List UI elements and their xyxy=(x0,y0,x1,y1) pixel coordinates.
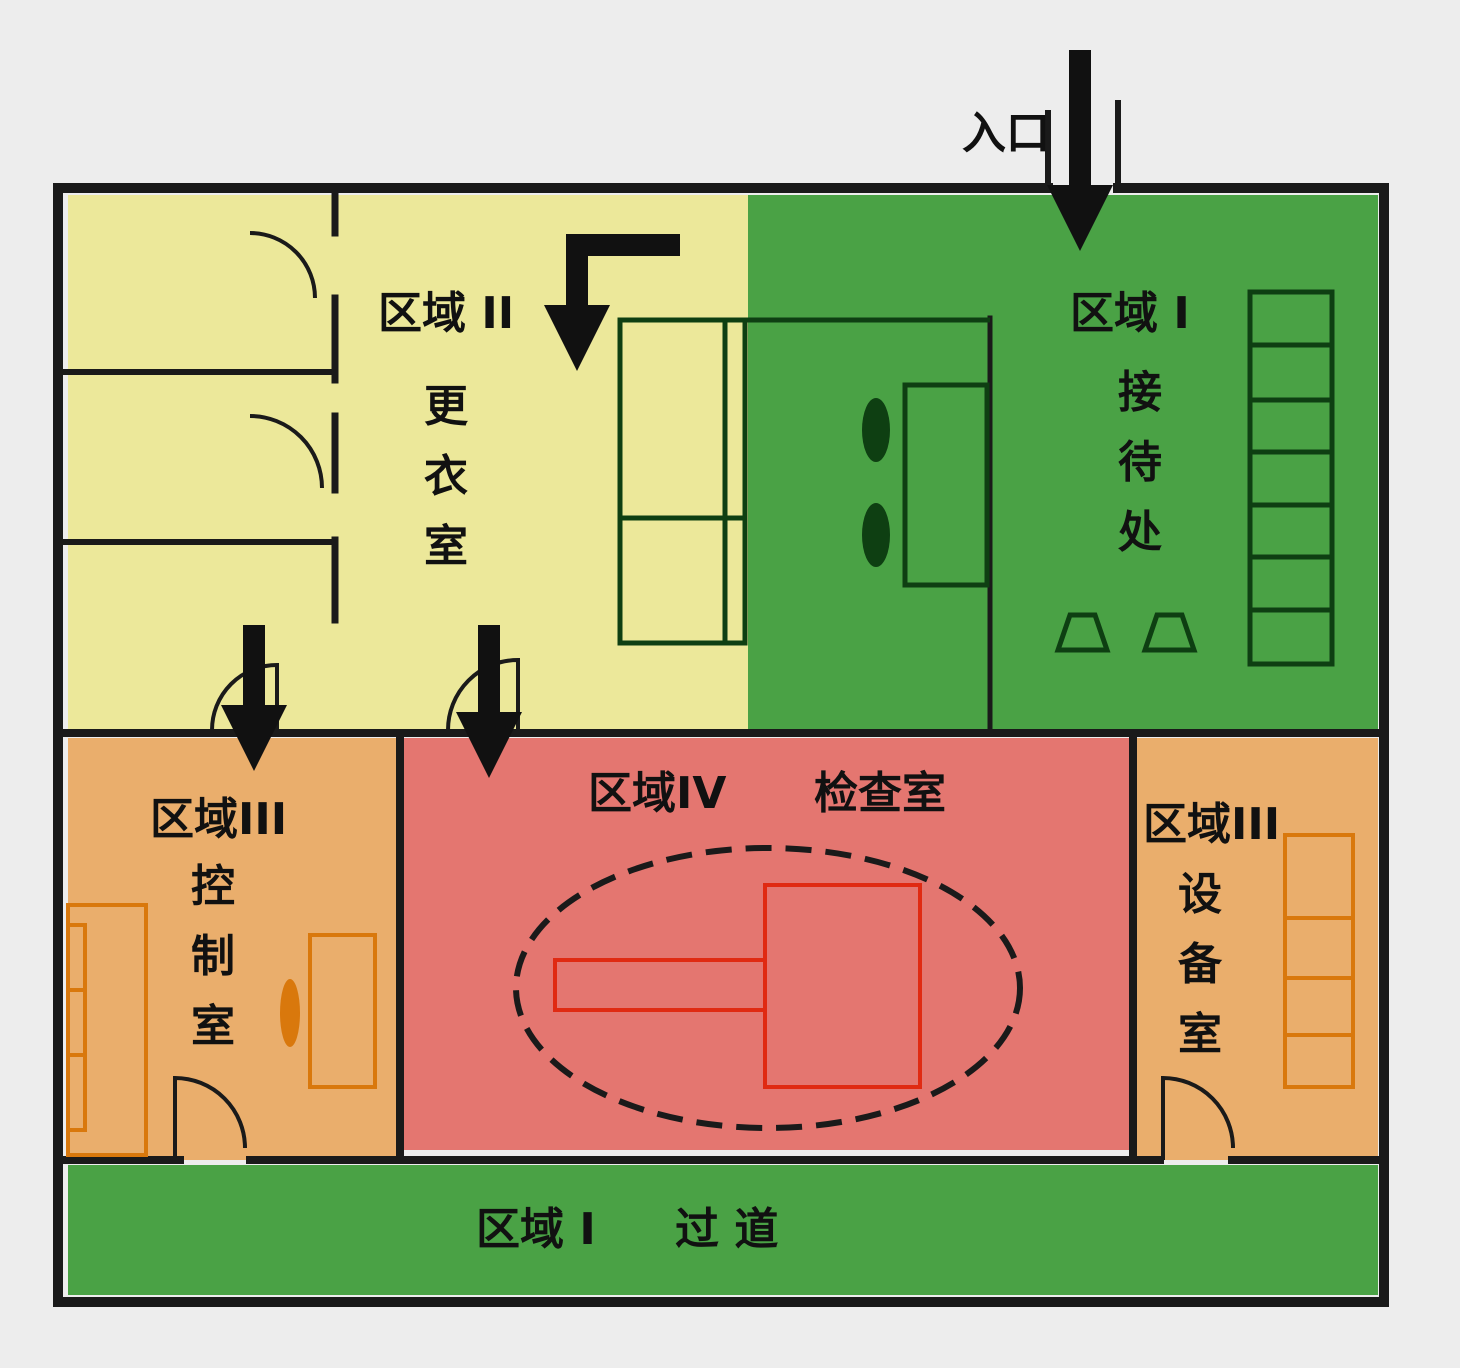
zone-i-corridor-area xyxy=(68,1165,1378,1295)
zone-iii-control-label: 区域III xyxy=(150,794,288,845)
bench xyxy=(617,317,748,646)
control-cabinet xyxy=(66,903,148,1157)
control-room-furniture xyxy=(66,833,1355,1157)
zone-iii-control-room-area xyxy=(68,738,398,1160)
operator-chair xyxy=(280,979,300,1047)
locker-door-1 xyxy=(249,231,317,299)
staff-chair-1 xyxy=(862,398,890,462)
doors xyxy=(173,231,1235,1160)
visitor-chair-1 xyxy=(1054,612,1111,653)
corridor-label: 过 道 xyxy=(675,1204,779,1255)
shelf-dividers xyxy=(1250,342,1332,613)
equipment-corridor-door xyxy=(1161,1075,1235,1160)
flow-arrows xyxy=(221,50,1113,778)
entrance-opening xyxy=(1045,100,1121,185)
reception-furniture xyxy=(617,289,1335,667)
control-desk xyxy=(308,933,377,1089)
zone-ii-changing-room-area xyxy=(68,195,748,730)
zone-i-corridor-label: 区域 I xyxy=(476,1204,596,1255)
reception-desk xyxy=(902,382,990,588)
reception-chairs xyxy=(862,398,890,567)
shelf xyxy=(1247,289,1335,667)
entrance-label: 入口 xyxy=(962,108,1050,159)
walls xyxy=(53,183,1389,1307)
zone-iv-label: 区域IV xyxy=(588,768,727,819)
zone-ii-label: 区域 II xyxy=(378,288,515,339)
changing-room-label: 更 衣 室 xyxy=(424,381,468,572)
staff-chair-2 xyxy=(862,503,890,567)
locker-door-2 xyxy=(249,414,324,489)
zone-iii-equipment-room-area xyxy=(1136,738,1378,1160)
zone-iii-equipment-label: 区域III xyxy=(1143,799,1281,850)
outer-wall xyxy=(53,183,1389,1307)
exam-room-door xyxy=(446,657,520,731)
scanner xyxy=(553,883,922,1089)
control-cabinet-panels xyxy=(68,923,87,1132)
equipment-rack-shelves xyxy=(1285,916,1353,1037)
reception-label: 接 待 处 xyxy=(1118,367,1162,558)
equipment-rack xyxy=(1283,833,1355,1089)
control-room-door xyxy=(210,662,279,731)
zone-i-reception-label: 区域 I xyxy=(1070,288,1190,339)
examination-room-label: 检查室 xyxy=(814,768,946,819)
turn-down-arrow-icon xyxy=(544,234,680,371)
controlled-zone-boundary xyxy=(513,845,1023,1131)
visitor-chair-2 xyxy=(1141,612,1198,653)
control-corridor-door xyxy=(173,1075,247,1160)
scanner-gantry xyxy=(763,883,922,1089)
control-room-label: 控 制 室 xyxy=(191,861,235,1052)
equipment-room-label: 设 备 室 xyxy=(1178,869,1222,1060)
